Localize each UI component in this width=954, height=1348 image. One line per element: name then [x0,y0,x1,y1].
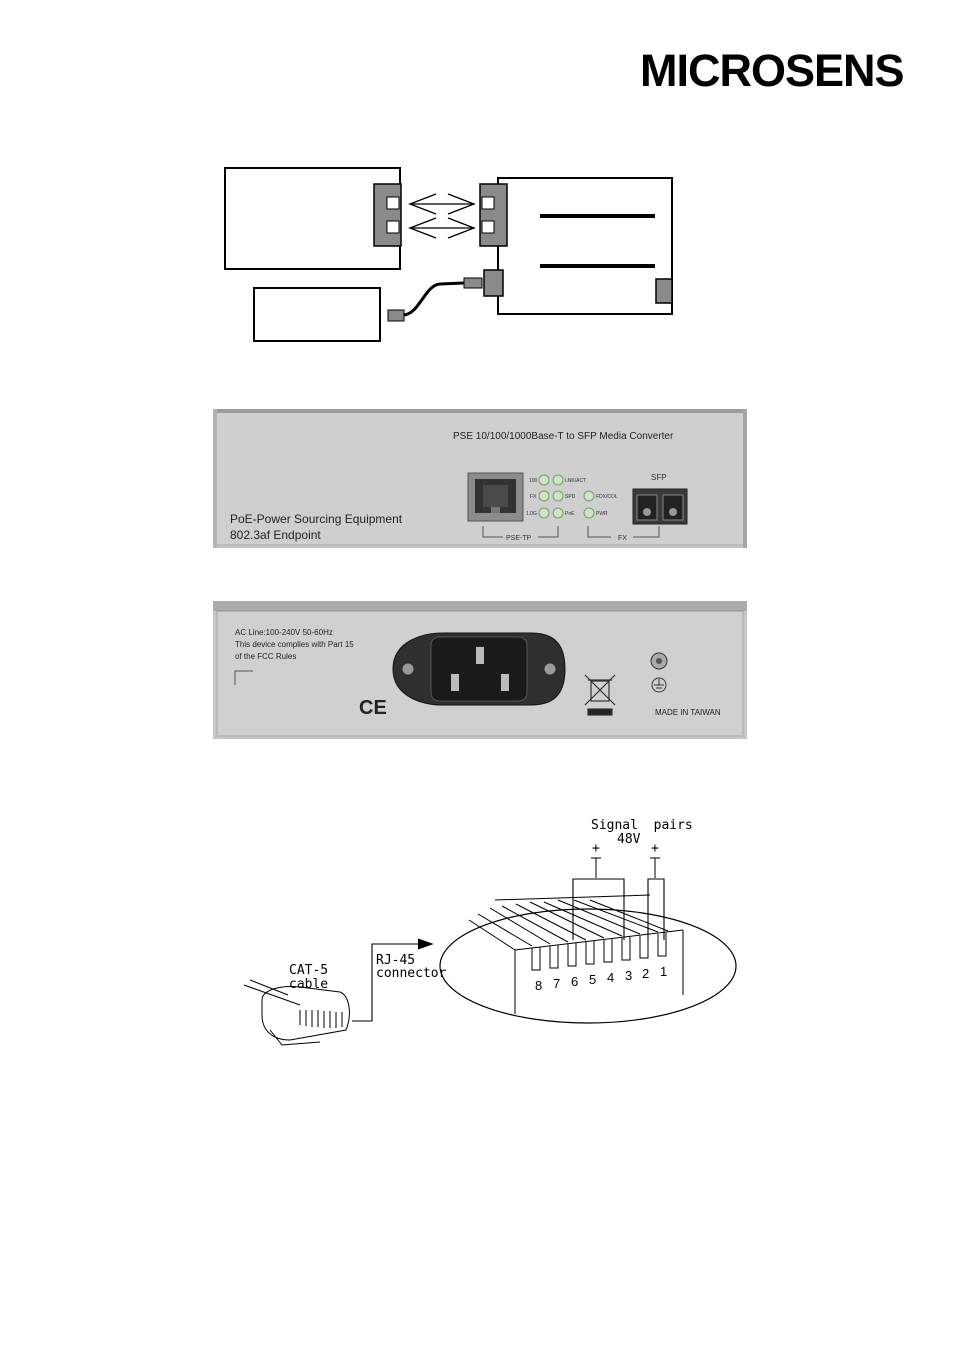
cat5-cable-label-line2: cable [289,977,328,992]
plus-label-right: + [651,841,659,856]
led-fx [538,490,550,502]
led-poe [552,507,564,519]
rj45-port[interactable] [467,472,524,522]
weee-bin-icon [584,674,616,716]
led-label-lnk-act: LNK/ACT [565,478,586,484]
connection-diagram [224,167,673,342]
status-leds [538,474,595,519]
led-label-100: 100 [529,478,538,484]
led-fdx-col [583,490,595,502]
pin-7: 7 [553,976,560,991]
cat5-cable-label-line1: CAT-5 [289,963,328,978]
front-panel-title: PSE 10/100/1000Base-T to SFP Media Conve… [453,431,674,442]
sfp-port[interactable] [632,488,688,525]
plus-label-left: + [592,841,600,856]
rear-label-line3: of the FCC Rules [235,652,296,661]
led-label-pwr: PWR [596,511,608,517]
connector-zoom-ellipse [439,908,737,1024]
front-panel-left-line1: PoE-Power Sourcing Equipment [230,512,403,526]
pin-4: 4 [607,970,614,985]
led-pwr [583,507,595,519]
device-box-left [224,167,401,270]
signal-pairs-label: Signal pairs [591,818,693,833]
rear-label-line2: This device complies with Part 15 [235,640,354,649]
pin-8: 8 [535,978,542,993]
made-in-label: MADE IN TAIWAN [655,708,721,717]
port-block-left [373,183,402,247]
port-block-right [479,183,508,247]
led-lnk-act [552,474,564,486]
pin-5: 5 [589,972,596,987]
pin-6: 6 [571,974,578,989]
port-label-sfp: SFP [651,473,667,482]
power-jack [483,269,504,297]
pin-2: 2 [642,966,649,981]
rj45-connector-label-line1: RJ-45 [376,953,415,968]
cat5-plug-drawing [243,979,350,1046]
led-100 [538,474,550,486]
rear-label-line1: AC Line:100-240V 50-60Hz [235,628,333,637]
fiber-link-arrows [408,193,476,239]
led-label-spd: SPD [565,494,576,500]
rj45-pinout-diagram: Signal pairs 48V + + [243,818,737,1046]
rear-panel: AC Line:100-240V 50-60Hz This device com… [213,601,747,739]
power-adapter-box [253,287,381,342]
led-label-1g: 1.0G [526,511,537,517]
power-cable [403,281,465,317]
led-label-fdx-col: FDX/COL [596,494,618,500]
ac-power-inlet[interactable] [392,632,566,706]
pin-1: 1 [660,964,667,979]
port-label-fx: FX [618,535,627,542]
media-converter-box [497,177,673,315]
pin-3: 3 [625,968,632,983]
rj45-connector-body [468,894,684,1014]
voltage-label: 48V [617,832,641,847]
led-spd [552,490,564,502]
led-label-fx: FX [530,494,537,500]
front-panel-left-line2: 802.3af Endpoint [230,528,321,542]
rj45-connector-label-line2: connector [376,966,447,981]
ce-mark: CE [359,697,387,719]
led-1g [538,507,550,519]
microsens-logo: MICROSENS [640,45,905,96]
led-label-poe: PoE [565,511,575,517]
ground-screw-icon [650,652,668,693]
front-panel: PSE 10/100/1000Base-T to SFP Media Conve… [213,409,747,548]
plug-to-jack-arrow [352,938,434,1022]
port-label-pse-tp: PSE-TP [506,535,532,542]
